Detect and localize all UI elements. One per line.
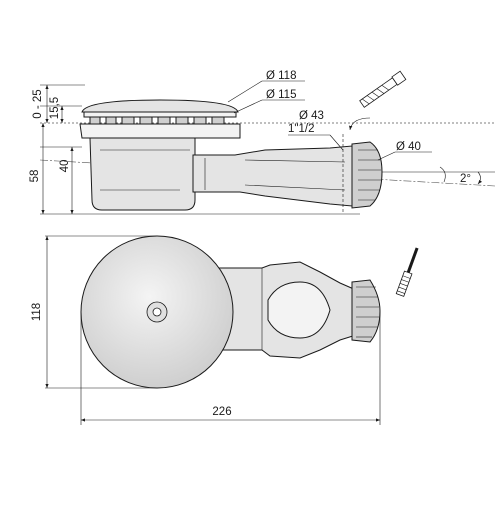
top-elbow-opening bbox=[267, 281, 331, 339]
dim-adjust-range-label: 0 - 25 bbox=[32, 89, 44, 118]
leader-d115 bbox=[233, 99, 263, 114]
cover-dome bbox=[81, 99, 239, 113]
side-view: 0 - 25 15,5 40 58 Ø 118 Ø 115 Ø 43 1"1/2… bbox=[29, 70, 496, 215]
pipe-highlight-bottom bbox=[244, 184, 346, 191]
trap-body bbox=[89, 137, 196, 211]
leader-d40 bbox=[377, 151, 396, 161]
body-flange bbox=[79, 123, 241, 139]
cover-center-screw bbox=[152, 307, 162, 317]
cover-rim bbox=[83, 111, 237, 118]
outlet-nut bbox=[351, 141, 383, 209]
dim-d43-label: Ø 43 bbox=[299, 110, 324, 122]
leader-d118 bbox=[227, 80, 263, 103]
brush-icon bbox=[359, 70, 407, 108]
leader-thread bbox=[329, 134, 344, 151]
dim-thread-label: 1"1/2 bbox=[288, 123, 314, 135]
top-view: 118 226 bbox=[31, 235, 419, 425]
angle-arc bbox=[439, 166, 446, 183]
top-outlet-nut bbox=[351, 279, 381, 343]
brush-icon-top bbox=[395, 247, 419, 297]
dim-length-label: 226 bbox=[212, 406, 231, 418]
dim-d115-label: Ø 115 bbox=[266, 89, 296, 101]
dim-rim-height-label: 15,5 bbox=[49, 97, 61, 119]
outlet-pipe bbox=[192, 145, 353, 207]
dim-d118-label: Ø 118 bbox=[266, 70, 296, 82]
dim-angle-label: 2° bbox=[460, 173, 471, 185]
pipe-highlight-top bbox=[244, 159, 346, 163]
dim-total-height-label: 58 bbox=[29, 170, 41, 183]
angle-arrow bbox=[477, 171, 482, 185]
dim-outlet-height-label: 40 bbox=[59, 160, 71, 173]
dim-width-label: 118 bbox=[31, 303, 43, 321]
removal-arrow bbox=[349, 117, 371, 131]
dim-d40-label: Ø 40 bbox=[396, 141, 421, 153]
